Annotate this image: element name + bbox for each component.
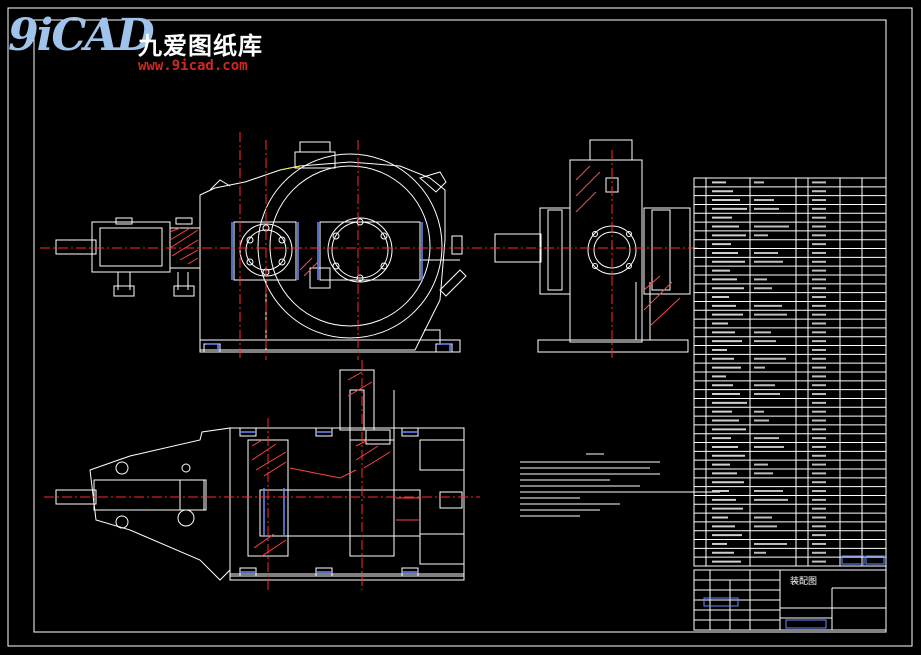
logo-mark: 9iCAD xyxy=(8,10,155,61)
outer-frame xyxy=(7,7,913,647)
side-view-hatch xyxy=(575,165,681,327)
top-view xyxy=(55,369,465,581)
inner-frame xyxy=(33,19,887,633)
top-view-hatch xyxy=(251,371,420,557)
logo-chinese-name: 九爱图纸库 xyxy=(138,32,263,60)
title-block xyxy=(693,555,887,631)
site-logo: 9iCAD 九爱图纸库 www.9icad.com xyxy=(2,6,302,76)
top-view-centerlines xyxy=(44,360,480,590)
technical-notes xyxy=(520,453,720,517)
front-view-centerlines xyxy=(40,132,510,360)
logo-url: www.9icad.com xyxy=(138,58,248,74)
side-view xyxy=(494,139,691,353)
front-view-highlight xyxy=(206,222,451,352)
side-view-centerlines xyxy=(490,150,700,360)
drawing-name: 装配图 xyxy=(790,575,817,587)
top-view-highlight xyxy=(240,431,418,573)
parts-list-table xyxy=(693,177,887,567)
front-view xyxy=(55,141,467,353)
